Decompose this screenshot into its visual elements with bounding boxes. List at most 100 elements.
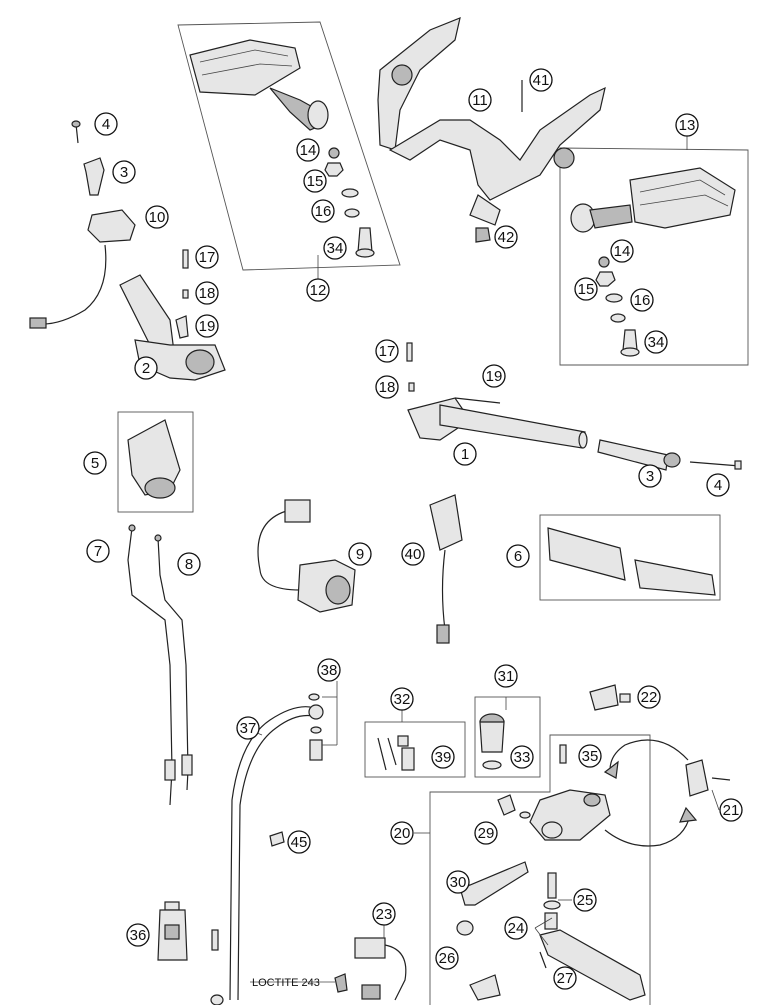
callout-10: 10 xyxy=(145,205,169,229)
svg-text:32: 32 xyxy=(394,691,411,708)
callout-25: 25 xyxy=(573,888,597,912)
svg-text:5: 5 xyxy=(91,455,99,472)
svg-text:42: 42 xyxy=(498,229,515,246)
mirror-bracket xyxy=(377,17,606,243)
callout-1: 1 xyxy=(453,442,477,466)
callout-31: 31 xyxy=(494,664,518,688)
svg-text:14: 14 xyxy=(300,142,317,159)
callout-24: 24 xyxy=(504,916,528,940)
svg-text:4: 4 xyxy=(714,477,722,494)
rotation-arrows xyxy=(603,739,698,847)
callout-6: 6 xyxy=(506,544,530,568)
leader-lines xyxy=(249,136,720,983)
callout-30: 30 xyxy=(446,870,470,894)
callout-17-bar: 17 xyxy=(375,339,399,363)
callout-5: 5 xyxy=(83,451,107,475)
svg-text:9: 9 xyxy=(356,546,364,563)
callout-13: 13 xyxy=(675,113,699,137)
svg-text:2: 2 xyxy=(142,360,150,377)
svg-text:17: 17 xyxy=(199,249,216,266)
repair-kit-frame xyxy=(364,721,466,778)
right-switch xyxy=(257,499,356,613)
svg-text:38: 38 xyxy=(321,662,338,679)
callout-3-bar: 3 xyxy=(638,464,662,488)
callout-18: 18 xyxy=(195,281,219,305)
callout-14: 14 xyxy=(296,138,320,162)
callout-4: 4 xyxy=(94,112,118,136)
callout-34: 34 xyxy=(323,236,347,260)
callout-26: 26 xyxy=(435,946,459,970)
callout-15-right: 15 xyxy=(574,277,598,301)
callout-34-right: 34 xyxy=(644,330,668,354)
svg-text:29: 29 xyxy=(478,825,495,842)
callout-32: 32 xyxy=(390,687,414,711)
svg-text:31: 31 xyxy=(498,668,515,685)
callout-16-right: 16 xyxy=(630,288,654,312)
svg-text:16: 16 xyxy=(315,203,332,220)
kill-switch xyxy=(429,494,463,644)
misc-parts xyxy=(157,831,285,961)
callout-4-bar: 4 xyxy=(706,473,730,497)
svg-text:21: 21 xyxy=(723,802,740,819)
svg-text:20: 20 xyxy=(394,825,411,842)
svg-text:13: 13 xyxy=(679,117,696,134)
svg-text:23: 23 xyxy=(376,906,393,923)
callout-45: 45 xyxy=(287,830,311,854)
repair-kit xyxy=(377,735,415,771)
handgrips xyxy=(547,527,716,596)
svg-text:4: 4 xyxy=(102,116,110,133)
callout-7: 7 xyxy=(86,539,110,563)
svg-text:18: 18 xyxy=(379,379,396,396)
group-frames xyxy=(117,21,749,1005)
svg-text:35: 35 xyxy=(582,748,599,765)
loctite-note: LOCTITE 243 xyxy=(252,977,320,989)
svg-text:6: 6 xyxy=(514,548,522,565)
left-mirror-assembly xyxy=(189,39,375,258)
callout-18-bar: 18 xyxy=(375,375,399,399)
callout-8: 8 xyxy=(177,552,201,576)
svg-text:30: 30 xyxy=(450,874,467,891)
reservoir-frame xyxy=(474,696,541,778)
lever-clamp xyxy=(589,684,731,797)
callout-17: 17 xyxy=(195,245,219,269)
svg-text:18: 18 xyxy=(199,285,216,302)
left-switch-assembly xyxy=(29,120,226,381)
svg-text:45: 45 xyxy=(291,834,308,851)
callout-27: 27 xyxy=(553,966,577,990)
svg-text:15: 15 xyxy=(578,281,595,298)
svg-text:19: 19 xyxy=(486,368,503,385)
handgrips-frame xyxy=(539,514,721,601)
callout-40: 40 xyxy=(401,542,425,566)
svg-text:1: 1 xyxy=(461,446,469,463)
svg-text:40: 40 xyxy=(405,546,422,563)
callout-37: 37 xyxy=(236,716,260,740)
callout-21: 21 xyxy=(719,798,743,822)
callout-19: 19 xyxy=(195,314,219,338)
callout-29: 29 xyxy=(474,821,498,845)
throttle-grip xyxy=(127,419,181,499)
callout-12: 12 xyxy=(306,278,330,302)
svg-text:37: 37 xyxy=(240,720,257,737)
svg-text:16: 16 xyxy=(634,292,651,309)
svg-text:36: 36 xyxy=(130,927,147,944)
svg-text:24: 24 xyxy=(508,920,525,937)
svg-text:39: 39 xyxy=(435,749,452,766)
svg-text:26: 26 xyxy=(439,950,456,967)
callout-19-bar: 19 xyxy=(482,364,506,388)
svg-text:15: 15 xyxy=(307,173,324,190)
brake-hose xyxy=(210,693,324,1005)
callout-15: 15 xyxy=(303,169,327,193)
callout-42: 42 xyxy=(494,225,518,249)
callout-14-right: 14 xyxy=(610,239,634,263)
svg-text:11: 11 xyxy=(472,92,488,109)
svg-text:34: 34 xyxy=(648,334,665,351)
svg-text:34: 34 xyxy=(327,240,344,257)
svg-text:27: 27 xyxy=(557,970,574,987)
svg-text:10: 10 xyxy=(149,209,166,226)
master-cylinder xyxy=(456,744,646,1001)
throttle-cables xyxy=(127,524,193,806)
clutch-switch xyxy=(334,937,407,1001)
svg-text:41: 41 xyxy=(533,72,550,89)
svg-text:3: 3 xyxy=(646,468,654,485)
